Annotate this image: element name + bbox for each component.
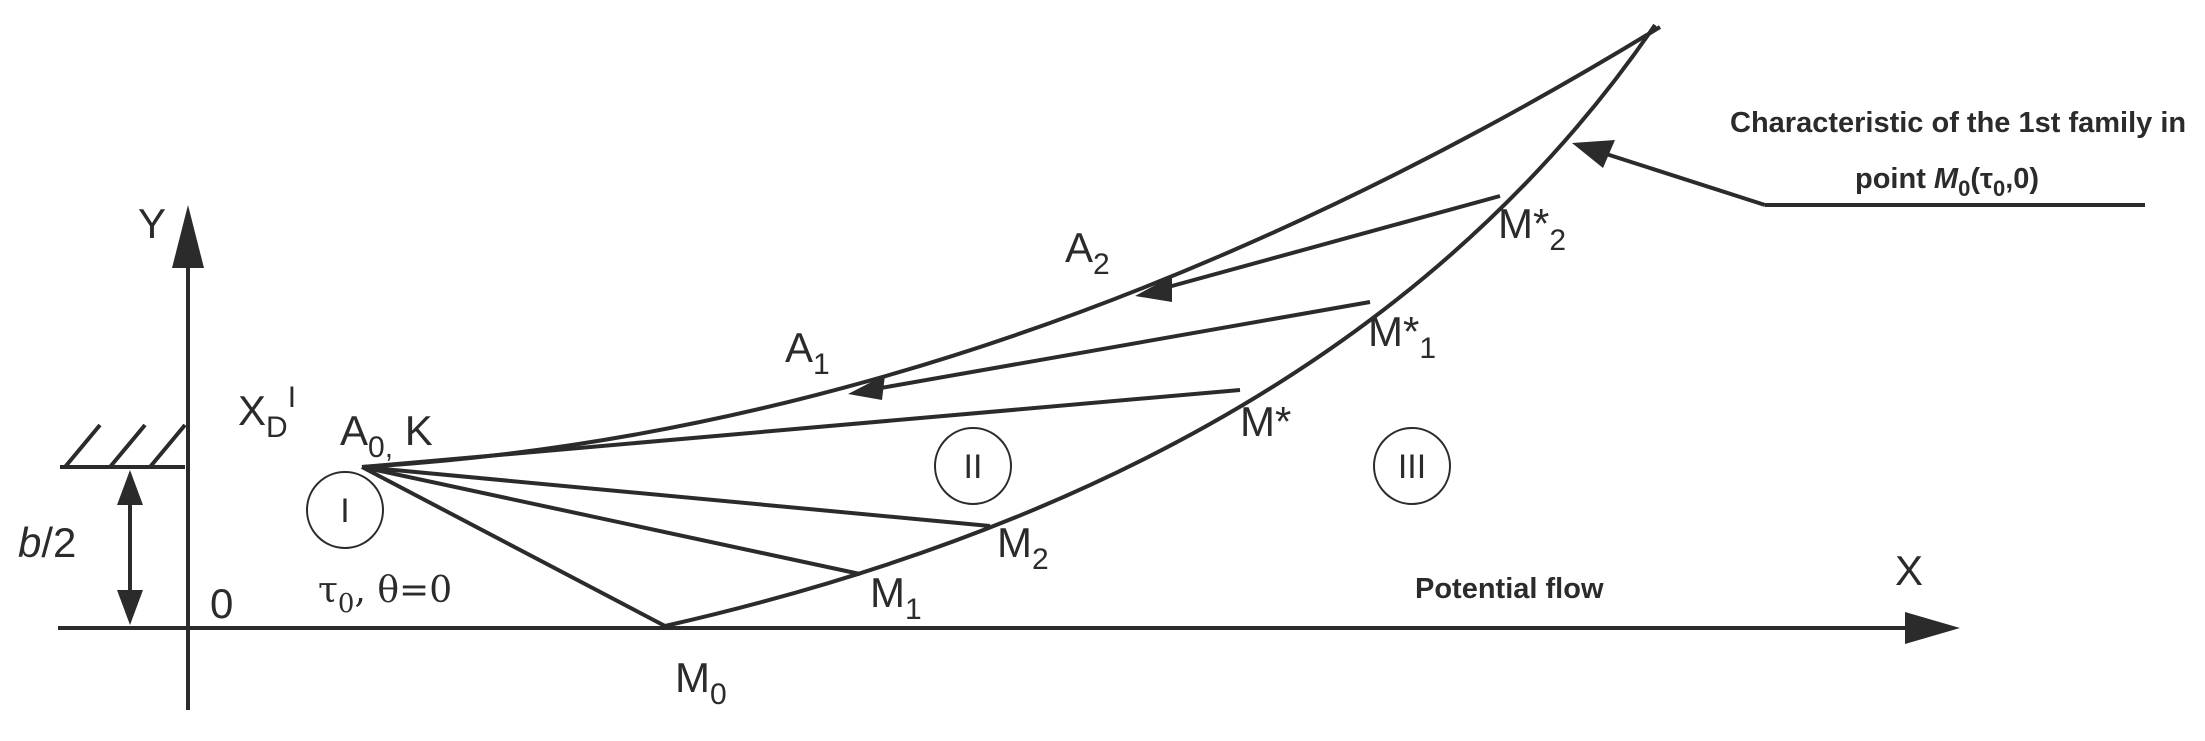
point-label-a2: A2: [1065, 224, 1110, 281]
point-label-a1: A1: [785, 324, 830, 381]
callout-line-1: Characteristic of the 1st family in: [1730, 107, 2186, 139]
y-axis: [172, 205, 204, 710]
expansion-fan: [361, 388, 1241, 628]
point-label-m0: M0: [675, 654, 727, 711]
reflected-characteristics: [848, 194, 1501, 400]
y-axis-label: Y: [138, 200, 166, 247]
callout-line-2: point M0(τ0,0): [1855, 163, 2039, 201]
region-i-marker: I: [306, 471, 384, 549]
x-axis: [58, 612, 1960, 644]
svg-text:III: III: [1398, 448, 1426, 486]
region-ii-marker: II: [934, 427, 1012, 505]
origin-label: 0: [210, 580, 233, 627]
potential-flow-label: Potential flow: [1415, 573, 1604, 605]
callout-arrow: [1572, 140, 2145, 207]
point-label-xd: XDI: [238, 381, 296, 444]
x-axis-label: X: [1895, 547, 1923, 594]
initial-conditions-label: τ0, θ=0: [318, 570, 452, 619]
svg-text:I: I: [340, 492, 349, 530]
point-label-m1: M1: [870, 569, 922, 626]
half-width-label: b/2: [18, 519, 76, 566]
svg-text:II: II: [964, 448, 983, 486]
upper-boundary-curve: [361, 25, 1662, 469]
point-label-m2: M2: [997, 519, 1049, 576]
region-iii-marker: III: [1373, 427, 1451, 505]
point-label-mstar: M*: [1240, 398, 1291, 445]
point-label-mstar2: M*2: [1498, 200, 1566, 257]
half-width-dimension-arrow: [117, 470, 143, 625]
point-label-a0-k: A0, K: [340, 407, 433, 464]
wall-hatch: [60, 423, 187, 469]
point-label-mstar1: M*1: [1368, 308, 1436, 365]
